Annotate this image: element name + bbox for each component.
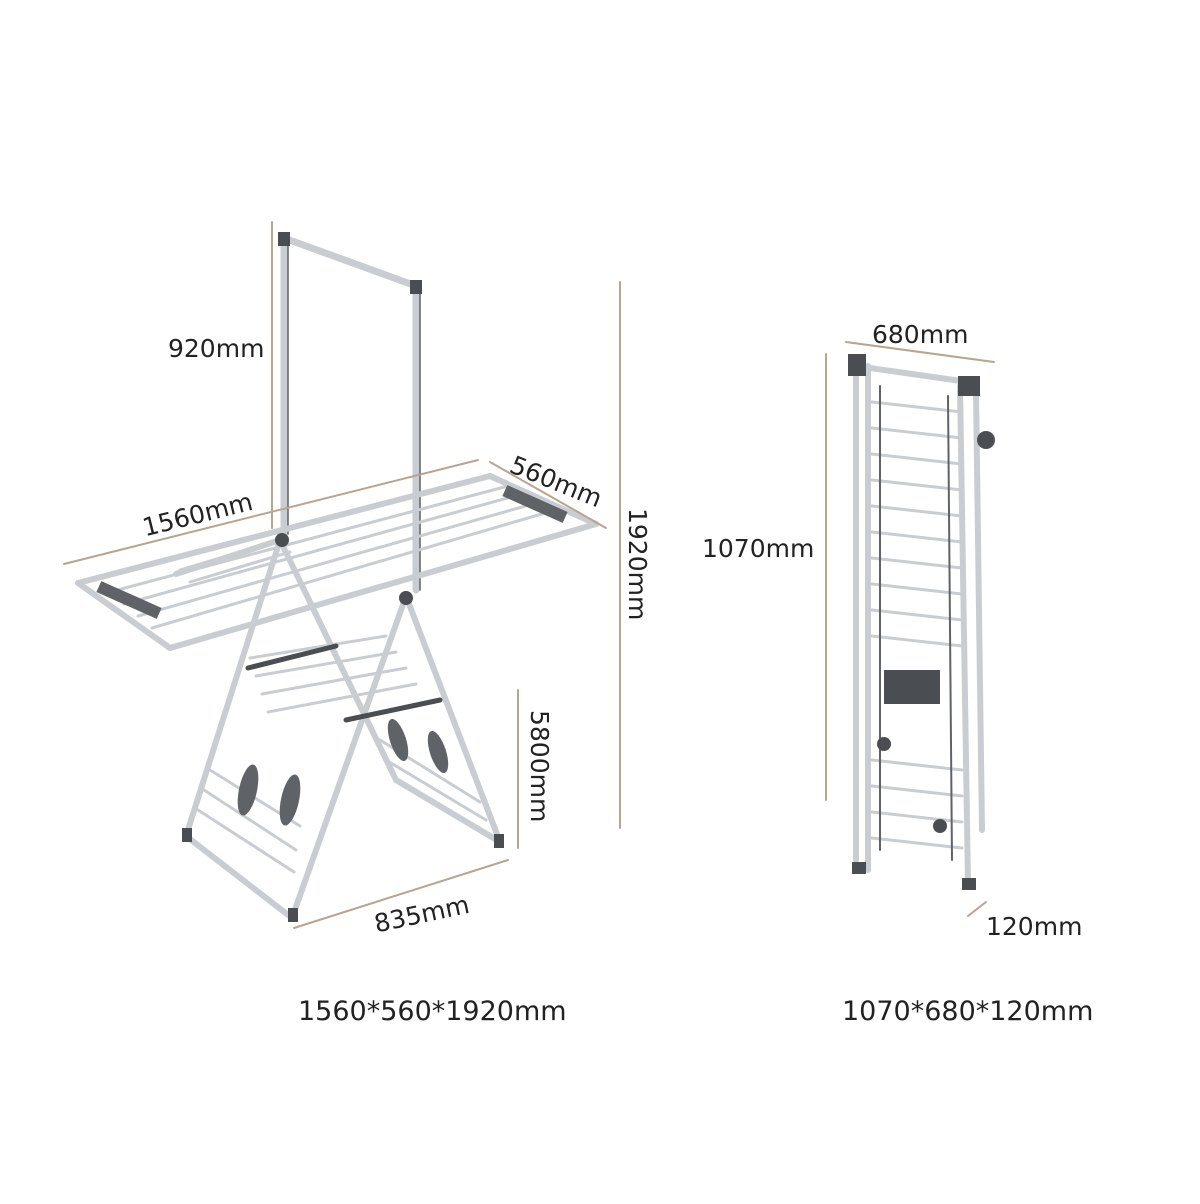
lower-height-label: 5800mm: [525, 710, 554, 823]
folded-depth-label: 120mm: [986, 912, 1083, 941]
top-hanging-frame: [280, 234, 420, 594]
clips: [237, 718, 449, 826]
folded-joints: [848, 354, 995, 890]
unfolded-rack: [75, 232, 599, 922]
total-height-label: 1920mm: [623, 508, 652, 621]
wing-frame: [75, 473, 599, 651]
unfolded-caption: 1560*560*1920mm: [298, 996, 567, 1027]
folded-caption: 1070*680*120mm: [842, 996, 1094, 1027]
top-height-label: 920mm: [168, 334, 265, 363]
folded-width-label: 680mm: [872, 320, 969, 349]
top-joint-left: [278, 232, 290, 246]
top-joint-right: [410, 280, 422, 294]
hinges: [182, 533, 504, 922]
shelf-bars: [245, 643, 443, 723]
folded-frame: [853, 357, 985, 887]
wing-end-pad-left: [96, 581, 162, 619]
wing-end-pad-right: [502, 485, 568, 523]
folded-height-label: 1070mm: [702, 534, 815, 563]
folded-rack: [848, 354, 995, 890]
x-legs: [173, 537, 503, 921]
folded-inner: [879, 385, 953, 861]
folded-dimension-lines: [825, 341, 995, 917]
folded-rails: [870, 400, 964, 850]
top-frame-outline: [287, 237, 421, 591]
unfolded-dimension-lines: [63, 221, 621, 929]
